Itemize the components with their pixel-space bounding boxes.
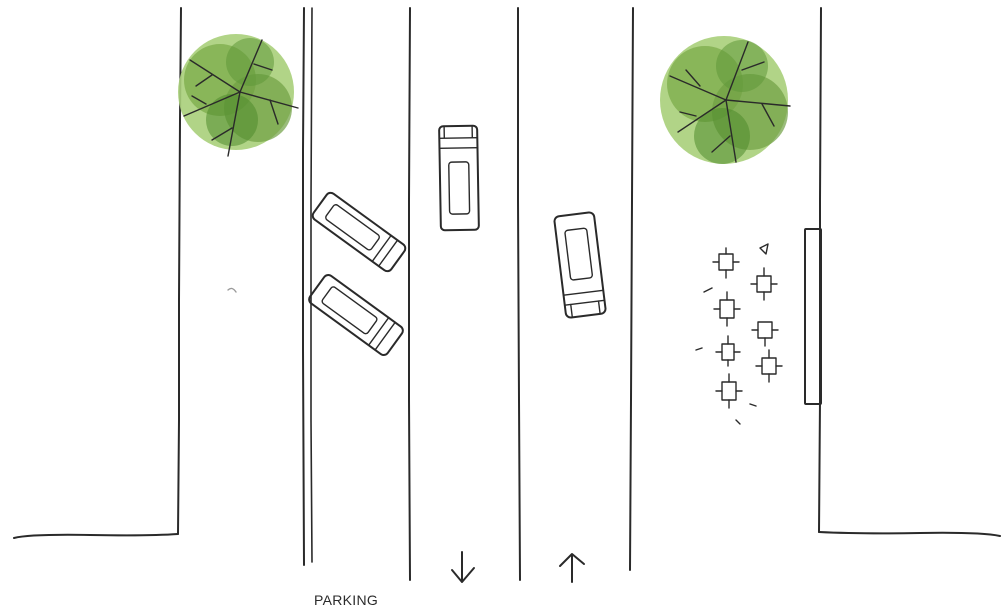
- arrow-up-icon: [560, 554, 584, 582]
- cafe-seating: [696, 244, 782, 424]
- left-sidewalk-edge: [14, 8, 181, 538]
- left-curb-line-inner: [311, 8, 312, 562]
- parked-car-upper: [311, 191, 407, 273]
- parking-label: PARKING: [314, 592, 378, 608]
- parked-car-lower: [307, 273, 405, 357]
- center-lane-divider: [518, 8, 520, 580]
- sidewalk-mark: [228, 288, 236, 292]
- storefront-bench: [805, 229, 821, 404]
- parking-lane-divider: [409, 8, 410, 580]
- arrow-down-icon: [452, 552, 474, 582]
- left-curb-line: [303, 8, 304, 565]
- right-curb-line: [630, 8, 633, 570]
- right-sidewalk-edge: [819, 8, 1000, 536]
- right-tree: [660, 36, 790, 164]
- car-southbound: [439, 126, 479, 231]
- left-tree: [178, 34, 298, 156]
- car-northbound: [554, 212, 606, 318]
